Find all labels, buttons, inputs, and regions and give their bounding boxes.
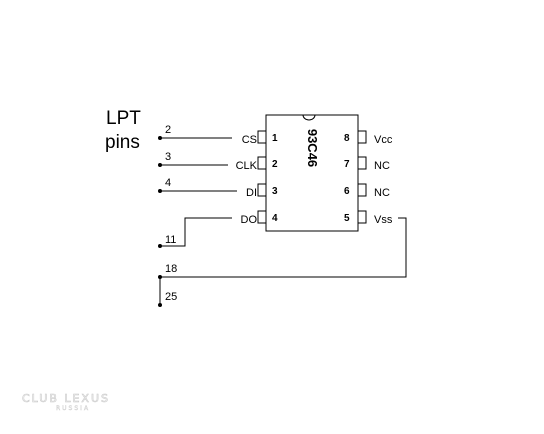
signal-di: DI — [246, 187, 257, 199]
wire-ground — [159, 217, 407, 305]
signal-vcc: Vcc — [374, 134, 393, 146]
lpt-pin-18: 18 — [165, 263, 177, 275]
signal-do: DO — [241, 214, 258, 226]
chip-body — [265, 114, 359, 232]
watermark-line2: RUSSIA — [56, 405, 90, 412]
lpt-pin-25: 25 — [165, 291, 177, 303]
wire-do — [160, 217, 232, 247]
lpt-pin-4: 4 — [165, 177, 171, 189]
signal-nc-7: NC — [374, 160, 390, 172]
pin-num-8: 8 — [344, 133, 350, 144]
right-pin-stubs — [357, 130, 367, 224]
header-line1: LPT — [106, 108, 141, 129]
pin-num-4: 4 — [272, 213, 278, 224]
pin-num-5: 5 — [344, 213, 350, 224]
wire-group-inputs — [160, 137, 237, 192]
connection-dots — [158, 136, 162, 307]
pin-num-3: 3 — [272, 186, 278, 197]
signal-nc-6: NC — [374, 187, 390, 199]
left-pin-stubs — [257, 130, 267, 224]
pin-num-7: 7 — [344, 159, 350, 170]
pin-num-6: 6 — [344, 186, 350, 197]
lpt-pin-11: 11 — [165, 234, 176, 246]
lpt-pin-2: 2 — [165, 124, 171, 136]
pin-num-2: 2 — [272, 159, 278, 170]
signal-vss: Vss — [374, 214, 393, 226]
lpt-pin-3: 3 — [165, 151, 171, 163]
signal-clk: CLK — [236, 160, 258, 172]
watermark-line1: CLUB LEXUS — [22, 392, 110, 405]
pin-num-1: 1 — [272, 133, 278, 144]
signal-cs: CS — [242, 134, 257, 146]
chip-name: 93C46 — [305, 129, 320, 167]
chip-notch — [302, 114, 316, 121]
header-line2: pins — [105, 132, 140, 153]
